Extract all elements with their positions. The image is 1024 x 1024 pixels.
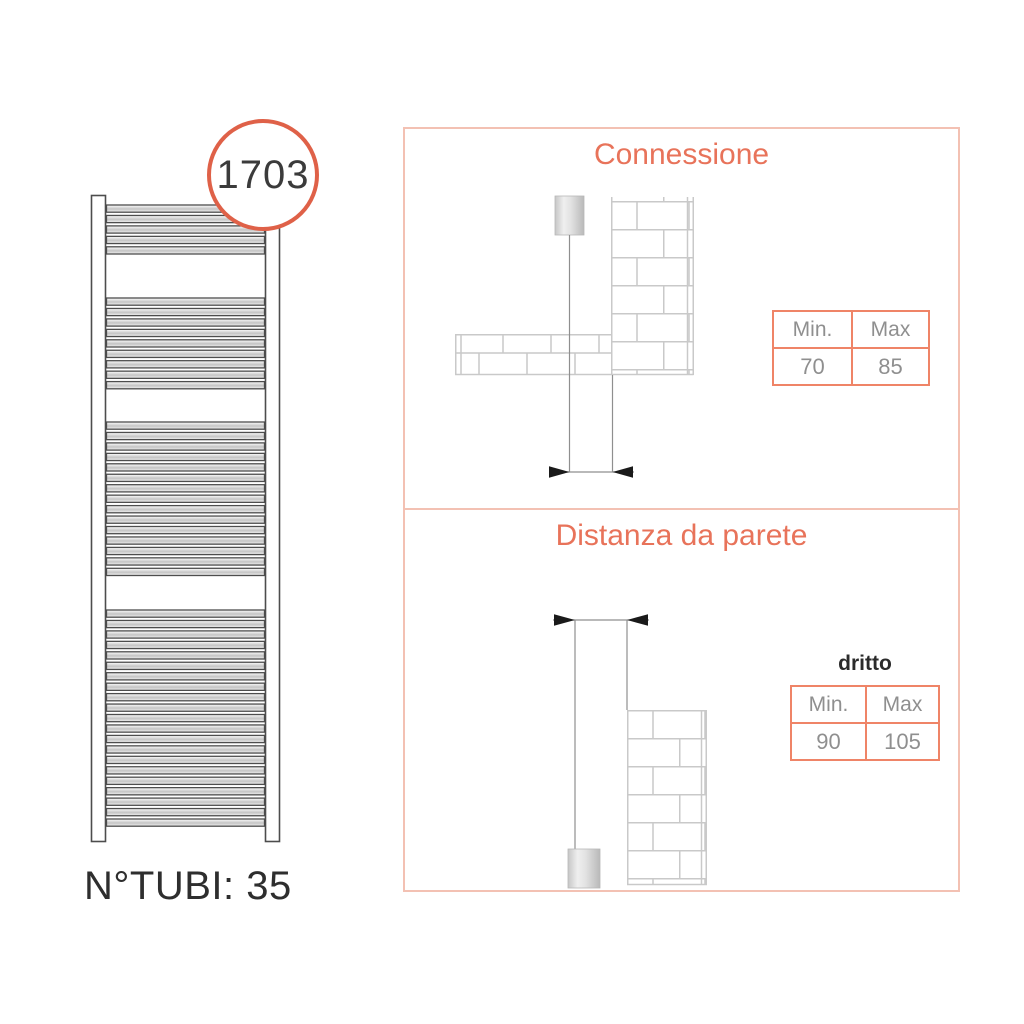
dimension-arrows-icon <box>549 466 634 478</box>
brick-wall-icon <box>611 197 694 375</box>
connection-title: Connessione <box>593 138 770 171</box>
pipe-fitting-icon <box>567 848 601 889</box>
radiator-drawing <box>90 194 281 843</box>
height-badge: 1703 <box>207 119 319 231</box>
dimension-arrows-icon <box>553 614 649 626</box>
connection-table-header-min: Min. <box>792 317 833 341</box>
connection-panel: Connessione <box>405 129 958 508</box>
wall-distance-table: Min. Max 90 105 <box>790 685 940 761</box>
radiator-tubes <box>105 204 266 827</box>
height-value: 1703 <box>216 152 310 197</box>
radiator-rails <box>90 194 281 843</box>
variant-label: dritto <box>838 652 892 675</box>
tubes-count-label: N°TUBI: 35 <box>84 864 292 908</box>
brick-wall-icon <box>627 710 707 886</box>
connection-table-max-value: 85 <box>851 347 928 384</box>
spec-panels: Connessione <box>403 127 960 892</box>
wall-distance-table-header-min: Min. <box>808 692 849 716</box>
wall-distance-title: Distanza da parete <box>555 519 808 552</box>
connection-table-header-max: Max <box>851 312 928 347</box>
wall-distance-table-min-value: 90 <box>792 722 865 759</box>
wall-distance-diagram <box>553 614 707 889</box>
wall-distance-table-header-max: Max <box>865 687 938 722</box>
connection-table-min-value: 70 <box>774 347 851 384</box>
brick-floor-icon <box>455 334 694 376</box>
connection-table: Min. Max 70 85 <box>772 310 930 386</box>
wall-distance-table-max-value: 105 <box>865 722 938 759</box>
wall-distance-panel: Distanza da parete <box>405 508 958 890</box>
pipe-fitting-icon <box>554 195 585 472</box>
connection-diagram <box>455 195 694 478</box>
